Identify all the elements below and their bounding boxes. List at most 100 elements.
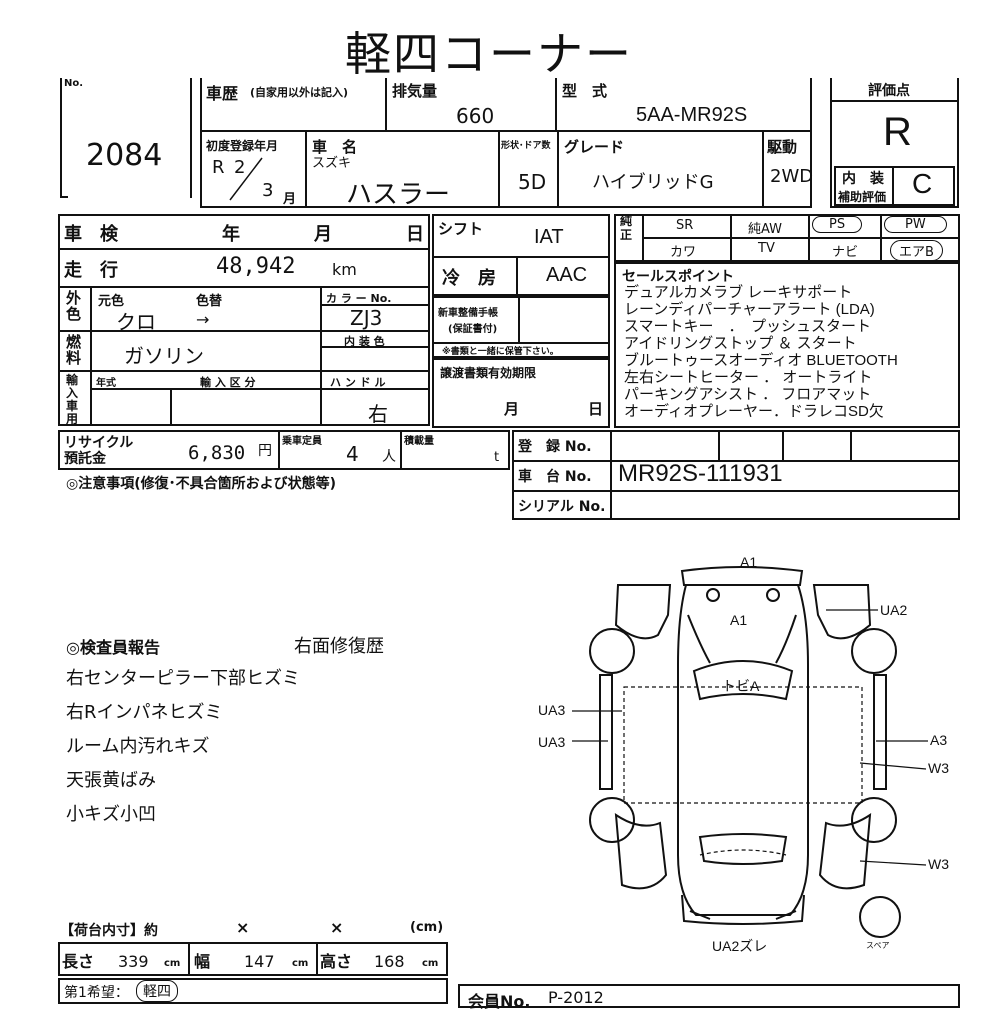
cargo-label: 【荷台内寸】約	[60, 923, 158, 939]
displacement-label: 排気量	[392, 82, 438, 100]
cargo-length-unit: cm	[164, 958, 181, 969]
cargo-x1: ×	[236, 918, 250, 937]
left-rear-quarter	[614, 813, 668, 890]
equip-tv: TV	[758, 241, 775, 256]
equip-navi: ナビ	[832, 245, 859, 260]
damage-w3a: W3	[928, 760, 949, 776]
cargo-height-label: 高さ	[320, 952, 353, 971]
rear-light-right	[775, 910, 797, 920]
serial-label: シリアル No.	[518, 499, 606, 515]
cabin-dashed	[623, 686, 863, 804]
car-name-label: 車 名	[312, 138, 358, 156]
damage-a1-hood: A1	[730, 612, 748, 628]
transfer-day: 日	[588, 400, 604, 418]
cargo-height: 168	[374, 952, 405, 971]
damage-ua3a: UA3	[538, 702, 566, 718]
spare-label: スペア	[866, 941, 890, 950]
recycle-label2: 預託金	[64, 451, 106, 467]
equip-aw: 純AW	[748, 222, 783, 237]
mileage-label: 走 行	[64, 260, 118, 281]
chassis-value: MR92S-111931	[618, 460, 783, 487]
report-line: 右センターピラー下部ヒズミ	[66, 668, 300, 689]
sales-line: 左右シートヒーター ． オートライト	[624, 369, 873, 386]
equip-airbag: エアB	[890, 240, 943, 261]
lot-number: 2084	[86, 138, 163, 173]
cargo-unit: (cm)	[410, 920, 444, 935]
model-value: 5AA-MR92S	[636, 104, 748, 126]
lot-bracket-right	[190, 78, 192, 198]
spare-tire	[859, 896, 901, 938]
pref-label: 第1希望：	[64, 985, 129, 1001]
wheel-fl	[589, 628, 635, 674]
wheel-rr	[851, 797, 897, 843]
grade-label: グレード	[564, 138, 625, 156]
notes-label: ◎注意事項(修復･不具合箇所および状態等)	[66, 476, 337, 492]
car-maker: スズキ	[312, 156, 352, 171]
inspection-year: 年	[222, 224, 240, 245]
equip-leather: カワ	[670, 245, 697, 260]
load-label: 積載量	[404, 436, 434, 447]
mileage-value: 48,942	[216, 254, 296, 279]
damage-ua2z: UA2ズレ	[712, 938, 768, 954]
report-heading: ◎検査員報告	[66, 638, 160, 657]
sales-line: レーンディパーチャーアラート (LDA)	[624, 301, 875, 318]
right-rear-quarter	[818, 813, 872, 890]
interior-sub: 補助評価	[838, 190, 887, 204]
handle-value: 右	[368, 402, 388, 426]
rear-dashed	[699, 849, 787, 856]
handle-label: ハ ン ド ル	[330, 376, 386, 389]
first-reg-slash	[229, 157, 263, 201]
color-orig-label: 元色	[98, 294, 125, 309]
recycle-unit: 円	[258, 443, 272, 459]
rear-bumper	[681, 894, 805, 925]
fuel-label: 燃料	[66, 333, 82, 367]
first-reg-month: 3	[262, 180, 274, 201]
left-side-panel	[599, 674, 613, 790]
model-label: 型 式	[562, 82, 608, 100]
sales-line: ブルートゥースオーディオ BLUETOOTH	[624, 352, 898, 369]
recycle-label: リサイクル	[64, 435, 134, 451]
cargo-length: 339	[118, 952, 149, 971]
inspection-month: 月	[314, 224, 332, 245]
capacity-label: 乗車定員	[282, 436, 322, 447]
chassis-label: 車 台 No.	[518, 469, 592, 485]
report-side: 右面修復歴	[294, 636, 384, 657]
score-label: 評価点	[868, 83, 910, 99]
transfer-label: 譲渡書類有効期限	[440, 366, 537, 380]
first-reg-label: 初度登録年月	[206, 139, 279, 153]
load-unit: t	[494, 450, 500, 465]
shift-value: IAT	[534, 226, 564, 248]
score-value: R	[883, 110, 912, 154]
maint-note: ※書類と一緒に保管下さい。	[442, 347, 559, 357]
cargo-x2: ×	[330, 918, 344, 937]
damage-a3: A3	[930, 732, 948, 748]
damage-w3b: W3	[928, 856, 949, 872]
damage-tobi: トビA	[722, 678, 760, 694]
color-side-label: 外色	[66, 289, 82, 323]
car-name-value: ハスラー	[346, 180, 451, 210]
color-change-label: 色替	[196, 294, 223, 309]
mileage-unit: km	[332, 260, 357, 279]
import-label: 輸入車用	[66, 373, 79, 426]
sales-label: セールスポイント	[622, 269, 734, 285]
color-code-label: カ ラ ー No.	[326, 292, 392, 305]
hood-line-right	[775, 614, 797, 664]
sales-line: デュアルカメラブ レーキサポート	[624, 284, 853, 301]
color-value: クロ	[116, 310, 156, 334]
page-title: 軽四コーナー	[345, 27, 633, 81]
sales-line: オーディオプレーヤー．ドラレコSD欠	[624, 403, 884, 420]
maint-label: 新車整備手帳	[438, 308, 498, 319]
fuel-value: ガソリン	[124, 344, 204, 368]
inspection-day: 日	[406, 224, 424, 245]
car-damage-diagram	[572, 566, 928, 938]
damage-ua2: UA2	[880, 602, 908, 618]
shift-label: シフト	[438, 220, 484, 238]
interior-value: C	[912, 168, 933, 199]
sales-line: アイドリングストップ ＆ スタート	[624, 335, 857, 352]
first-reg-year: 2	[234, 157, 246, 178]
capacity-unit: 人	[382, 449, 396, 465]
cargo-width-label: 幅	[194, 952, 211, 971]
wheel-fr	[851, 628, 897, 674]
rear-window	[698, 833, 788, 865]
w3a-leader	[859, 762, 927, 770]
